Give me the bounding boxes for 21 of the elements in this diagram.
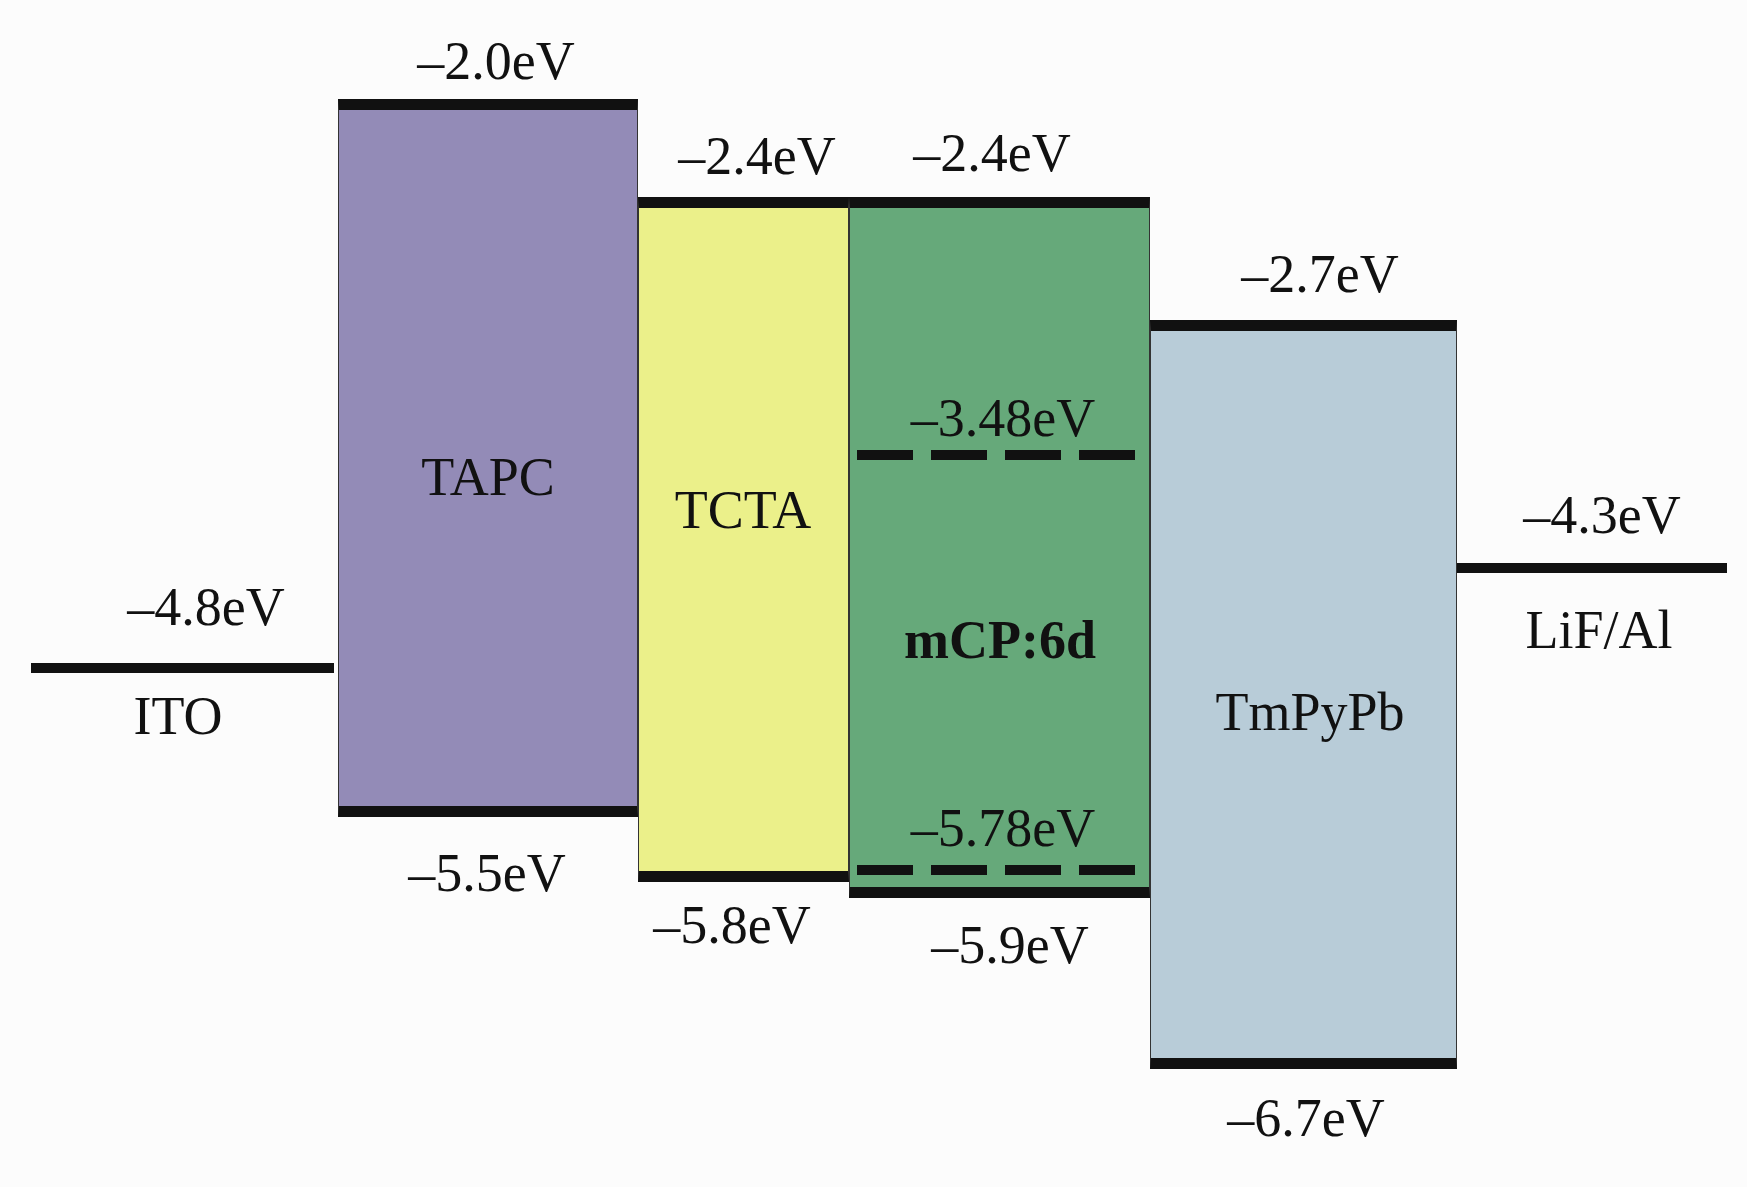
energy-value: –4.3eV: [1523, 488, 1681, 542]
energy-value: –5.9eV: [931, 918, 1089, 972]
energy-value: –6.7eV: [1227, 1091, 1385, 1145]
energy-value: –5.78eV: [910, 801, 1096, 855]
energy-band: [638, 197, 849, 882]
energy-value: –2.7eV: [1241, 247, 1399, 301]
layer-label: LiF/Al: [1525, 603, 1673, 657]
energy-value: –3.48eV: [910, 391, 1096, 445]
energy-value: –5.5eV: [408, 846, 566, 900]
layer-label: TCTA: [674, 483, 812, 537]
energy-band: [338, 99, 638, 817]
energy-value: –2.4eV: [913, 126, 1071, 180]
energy-value: –2.0eV: [417, 34, 575, 88]
energy-band: [849, 197, 1150, 898]
energy-value: –5.8eV: [653, 898, 811, 952]
energy-value: –4.8eV: [127, 580, 285, 634]
layer-label: mCP:6d: [904, 613, 1096, 667]
energy-band: [1150, 320, 1457, 1069]
layer-label: ITO: [133, 689, 223, 743]
energy-value: –2.4eV: [678, 129, 836, 183]
layer-label: TAPC: [421, 450, 555, 504]
